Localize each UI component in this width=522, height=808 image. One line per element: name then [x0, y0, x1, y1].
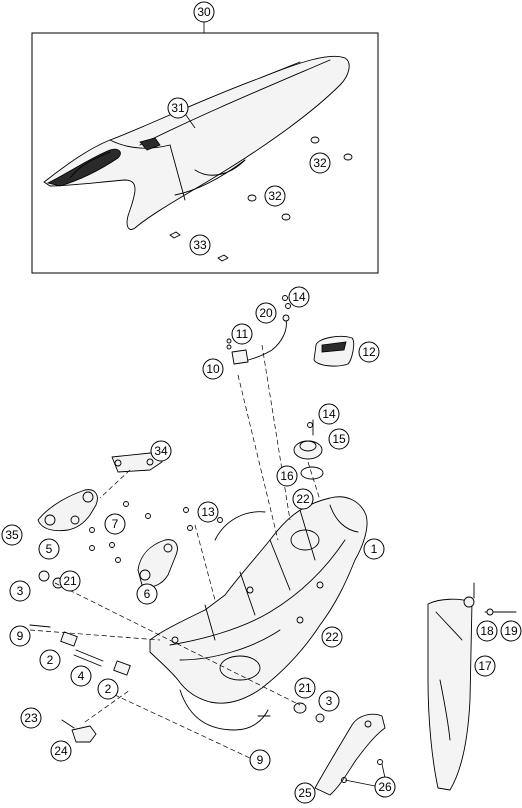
callout-label: 9: [257, 753, 264, 767]
callout-20: 20: [255, 302, 277, 324]
callout-label: 14: [322, 407, 336, 421]
callout-label: 3: [326, 694, 333, 708]
callout-label: 17: [478, 659, 492, 673]
callout-label: 5: [46, 542, 53, 556]
callout-26: 26: [344, 763, 396, 798]
callout-5: 5: [38, 538, 60, 560]
callout-label: 7: [112, 517, 119, 531]
callout-31: 31: [167, 97, 196, 129]
callout-35: 35: [1, 524, 23, 546]
callout-label: 10: [206, 362, 220, 376]
callout-22-a: 22: [292, 488, 314, 510]
callout-label: 20: [259, 306, 273, 320]
callout-10: 10: [202, 358, 224, 380]
callout-14-a: 14: [288, 286, 310, 308]
callout-label: 34: [154, 444, 168, 458]
fuel-cap-part: [293, 440, 324, 480]
callout-33: 33: [189, 234, 211, 256]
seat-part: [43, 55, 350, 230]
callout-label: 2: [105, 682, 112, 696]
key-fob-part: [313, 335, 355, 367]
callout-label: 26: [378, 780, 392, 794]
callout-label: 32: [313, 156, 327, 170]
callout-12: 12: [358, 341, 380, 363]
callout-label: 16: [280, 469, 294, 483]
callout-9-a: 9: [9, 625, 31, 647]
small-bolts-left: [89, 501, 223, 563]
callout-19: 19: [500, 620, 522, 642]
callout-18: 18: [476, 620, 498, 642]
callout-label: 6: [144, 587, 151, 601]
callout-label: 9: [17, 629, 24, 643]
callout-label: 14: [292, 290, 306, 304]
callout-15: 15: [328, 428, 350, 450]
bracket-5-part: [37, 489, 98, 532]
callout-label: 21: [63, 574, 77, 588]
callout-label: 35: [5, 528, 19, 542]
callout-4: 4: [70, 665, 92, 687]
callout-16: 16: [276, 465, 298, 487]
callout-3-b: 3: [318, 690, 340, 712]
small-screws-top: [282, 295, 314, 436]
callout-label: 15: [332, 432, 346, 446]
callout-25: 25: [294, 782, 316, 804]
callout-label: 33: [193, 238, 207, 252]
callout-22-b: 22: [321, 626, 343, 648]
callout-label: 21: [298, 681, 312, 695]
seat-group-frame: [31, 32, 379, 274]
callout-13: 13: [197, 501, 219, 523]
callout-30: 30: [193, 1, 215, 23]
sensor-part: [61, 719, 97, 743]
callout-6: 6: [136, 583, 158, 605]
side-panel-part: [427, 582, 517, 791]
callout-label: 19: [504, 624, 518, 638]
callout-label: 31: [171, 101, 185, 115]
main-frame-part: [149, 496, 368, 731]
callout-label: 32: [268, 189, 282, 203]
callout-7: 7: [104, 513, 126, 535]
callout-label: 4: [78, 669, 85, 683]
seat-grommets: [169, 136, 353, 262]
callout-label: 24: [54, 744, 68, 758]
callout-label: 2: [47, 653, 54, 667]
callout-17: 17: [474, 655, 496, 677]
callout-3-a: 3: [9, 580, 31, 602]
callout-label: 3: [17, 584, 24, 598]
cable-part: [226, 314, 290, 365]
callout-9-b: 9: [249, 749, 271, 771]
guide-lines: [29, 344, 321, 766]
bushings-left: [29, 570, 271, 717]
callout-21-a: 21: [59, 570, 81, 592]
callout-label: 12: [362, 345, 376, 359]
callout-23: 23: [20, 707, 42, 729]
callout-label: 18: [480, 624, 494, 638]
callout-14-b: 14: [318, 403, 340, 425]
callout-label: 22: [296, 492, 310, 506]
callout-2-a: 2: [39, 649, 61, 671]
callout-21-b: 21: [294, 677, 316, 699]
callout-label: 22: [325, 630, 339, 644]
callout-label: 30: [197, 5, 211, 19]
callout-label: 25: [298, 786, 312, 800]
callout-2-b: 2: [97, 678, 119, 700]
footrest-bracket-part: [314, 713, 386, 796]
callout-label: 1: [371, 542, 378, 556]
callout-32-b: 32: [264, 185, 286, 207]
callout-label: 23: [24, 711, 38, 725]
callout-24: 24: [50, 740, 72, 762]
callout-label: 11: [236, 327, 249, 341]
callout-label: 13: [201, 505, 215, 519]
callout-11: 11: [231, 323, 253, 345]
callout-1: 1: [363, 538, 385, 560]
callout-32-a: 32: [309, 152, 331, 174]
callout-34: 34: [150, 440, 172, 462]
bracket-6-part: [137, 539, 178, 588]
